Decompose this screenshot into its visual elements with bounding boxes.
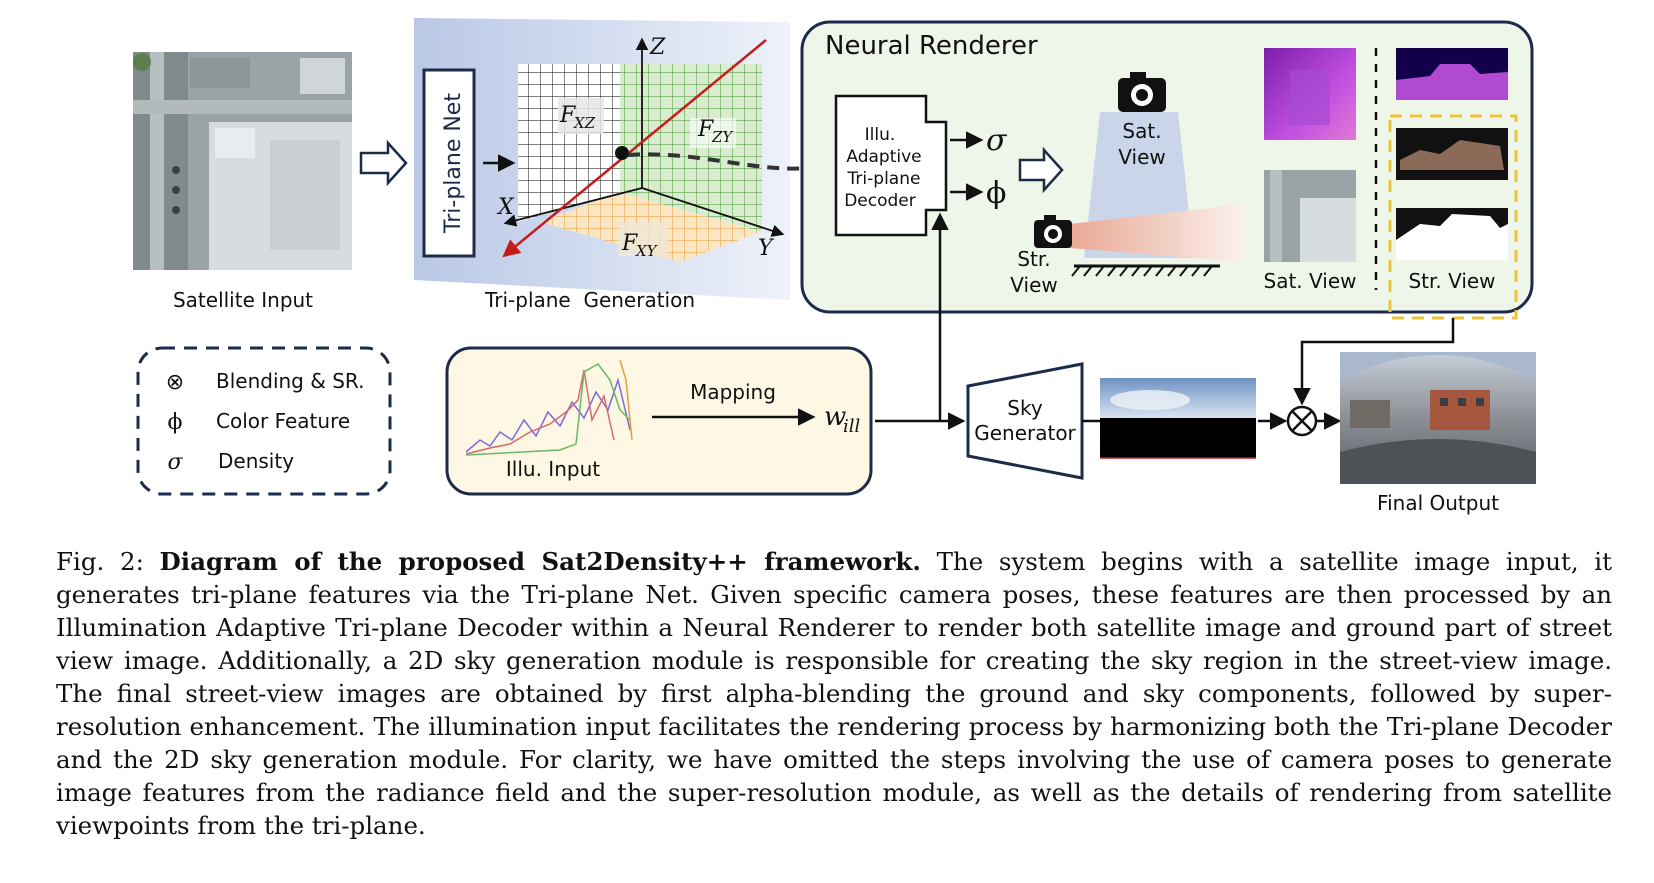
sky-generator-line-2: Generator: [974, 421, 1076, 445]
str-view-frustum: [1070, 204, 1244, 262]
str-view-output-label: Str. View: [1408, 269, 1495, 293]
decoder-line-2: Adaptive: [846, 147, 921, 167]
legend-sigma-symbol: σ: [167, 450, 183, 475]
triplane-net-label: Tri-plane Net: [441, 93, 466, 234]
satellite-input-label: Satellite Input: [173, 288, 313, 312]
svg-text:XY: XY: [635, 242, 659, 260]
camera-ray: [502, 39, 767, 258]
sat-view-output-image: [1264, 170, 1356, 262]
legend-box: [136, 346, 392, 496]
mapping-label: Mapping: [690, 380, 776, 404]
illu-input-label: Illu. Input: [506, 457, 600, 481]
diagram-svg: Satellite Input Tri-plane Net Z X Y F XZ…: [133, 18, 1536, 515]
decoder-box: [834, 94, 948, 237]
illumination-panel: [445, 346, 873, 496]
sat-cam-label-2: View: [1118, 145, 1165, 169]
decoder-line-3: Tri-plane: [847, 169, 921, 189]
plane-label-xy: F XY: [621, 231, 659, 260]
legend-phi-symbol: ϕ: [168, 410, 183, 435]
svg-text:XZ: XZ: [573, 114, 596, 132]
final-output-label: Final Output: [1377, 491, 1499, 515]
hollow-arrow-icon: [359, 139, 408, 187]
str-cam-label-1: Str.: [1017, 247, 1050, 271]
str-view-mask-image: [1396, 208, 1508, 260]
z-axis-label: Z: [649, 35, 666, 60]
neural-renderer-title: Neural Renderer: [825, 31, 1038, 61]
svg-text:ill: ill: [843, 416, 861, 437]
svg-text:ZY: ZY: [711, 128, 734, 146]
plane-label-zy: F ZY: [697, 117, 734, 146]
x-axis-label: X: [496, 195, 515, 220]
sat-depth-building: [1290, 70, 1330, 125]
blend-cross: [1291, 410, 1313, 432]
ground-hatch: [1071, 265, 1213, 277]
plane-label-xz: F XZ: [559, 103, 596, 132]
caption-body: The system begins with a satellite image…: [56, 547, 1612, 840]
triplane-generation-label: Tri-plane Generation: [484, 288, 695, 312]
sample-point: [615, 146, 629, 160]
sky-generator-line-1: Sky: [1007, 396, 1043, 420]
legend-blend-symbol: ⊗: [166, 370, 184, 395]
sat-cam-label-1: Sat.: [1122, 119, 1161, 143]
illu-input-plot: [465, 359, 633, 456]
str-depth-shape: [1396, 64, 1508, 100]
caption-prefix: Fig. 2:: [56, 547, 160, 576]
str-view-rgb-image: [1396, 128, 1508, 180]
legend-blend-text: Blending & SR.: [216, 369, 364, 393]
svg-text:F: F: [697, 117, 714, 142]
svg-text:F: F: [559, 103, 576, 128]
svg-text:F: F: [621, 231, 638, 256]
svg-text:w: w: [824, 402, 846, 432]
arrow-str-to-blend: [1293, 318, 1455, 406]
final-output-image: [1340, 352, 1536, 484]
phi-symbol: ϕ: [986, 176, 1006, 211]
decoder-line-1: Illu.: [865, 125, 896, 145]
y-axis-label: Y: [758, 236, 775, 261]
decoder-line-4: Decoder: [844, 191, 916, 211]
w-ill-label: w ill: [824, 402, 861, 437]
caption-title: Diagram of the proposed Sat2Density++ fr…: [159, 547, 921, 576]
sat-view-output-label: Sat. View: [1264, 269, 1357, 293]
sky-generator-block: [966, 362, 1084, 480]
str-camera-icon: [1034, 215, 1072, 248]
str-cam-label-2: View: [1010, 273, 1057, 297]
framework-diagram: Satellite Input Tri-plane Net Z X Y F XZ…: [133, 18, 1536, 515]
dashed-feature-arrow: [627, 152, 819, 171]
x-axis: [503, 187, 643, 227]
y-axis: [641, 187, 785, 237]
sky-output-image: [1100, 378, 1256, 459]
sigma-symbol: σ: [986, 123, 1008, 158]
satellite-input-image: [133, 52, 352, 270]
hollow-arrow-render-icon: [1018, 146, 1064, 194]
legend-sigma-text: Density: [218, 449, 294, 473]
legend-phi-text: Color Feature: [216, 409, 350, 433]
figure-caption: Fig. 2: Diagram of the proposed Sat2Dens…: [56, 545, 1612, 842]
triplane-net-box: [422, 68, 476, 258]
sat-camera-icon: [1118, 72, 1166, 112]
